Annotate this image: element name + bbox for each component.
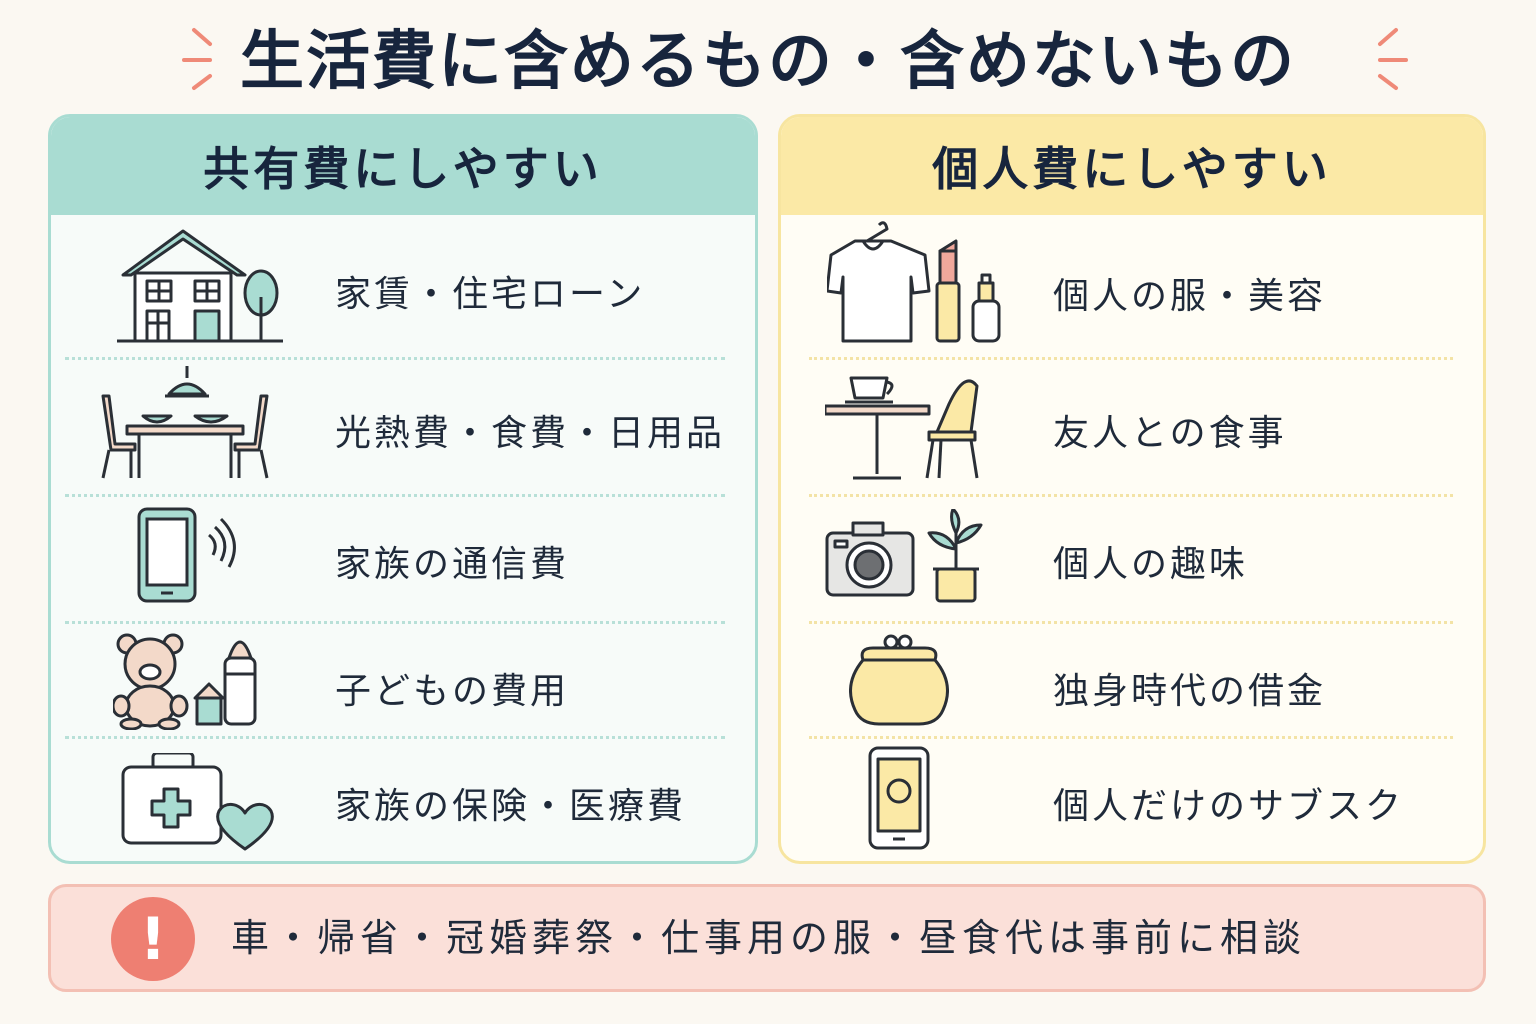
divider [65, 494, 725, 497]
page-title: 生活費に含めるもの・含めないもの [240, 25, 1296, 99]
cafe-table-icon [825, 376, 979, 480]
teddy-bear-bottle-icon [113, 633, 257, 730]
camera-plant-icon [825, 509, 983, 603]
first-aid-heart-icon [121, 753, 274, 851]
list-item: 光熱費・食費・日用品 [51, 360, 755, 492]
list-item: 家族の通信費 [51, 497, 755, 619]
list-item: 子どもの費用 [51, 624, 755, 742]
item-label: 個人だけのサブスク [1053, 786, 1405, 827]
shared-panel-heading: 共有費にしやすい [51, 117, 755, 215]
divider [65, 736, 725, 739]
divider [65, 621, 725, 624]
list-item: 友人との食事 [781, 360, 1483, 492]
sparkle-left-icon [182, 28, 212, 90]
divider [809, 357, 1453, 360]
divider [809, 736, 1453, 739]
list-item: 個人の服・美容 [781, 215, 1483, 355]
house-icon [117, 229, 283, 343]
item-label: 光熱費・食費・日用品 [335, 413, 726, 454]
smartphone-signal-icon [137, 507, 236, 603]
item-label: 家族の保険・医療費 [335, 786, 687, 827]
list-item: 独身時代の借金 [781, 624, 1483, 742]
item-label: 友人との食事 [1053, 413, 1287, 454]
sparkle-right-icon [1378, 28, 1408, 90]
consultation-notice: ! 車・帰省・冠婚葬祭・仕事用の服・昼食代は事前に相談 [48, 884, 1486, 992]
exclamation-icon: ! [111, 897, 195, 981]
item-label: 家族の通信費 [335, 544, 570, 585]
coin-purse-icon [849, 634, 949, 726]
shared-expenses-panel: 共有費にしやすい 家賃・住宅ローン [48, 114, 758, 864]
divider [809, 494, 1453, 497]
notice-text: 車・帰省・冠婚葬祭・仕事用の服・昼食代は事前に相談 [231, 916, 1307, 960]
list-item: 家族の保険・医療費 [51, 739, 755, 861]
shirt-cosmetics-icon [827, 221, 1001, 343]
item-label: 独身時代の借金 [1053, 671, 1327, 712]
item-label: 個人の趣味 [1053, 544, 1249, 585]
personal-expenses-panel: 個人費にしやすい 個人の服・美容 [778, 114, 1486, 864]
divider [809, 621, 1453, 624]
personal-panel-heading: 個人費にしやすい [781, 117, 1483, 215]
item-label: 子どもの費用 [335, 671, 570, 712]
item-label: 家賃・住宅ローン [335, 274, 646, 315]
divider [65, 357, 725, 360]
phone-subscription-icon [868, 746, 930, 850]
list-item: 個人の趣味 [781, 497, 1483, 619]
list-item: 家賃・住宅ローン [51, 215, 755, 355]
list-item: 個人だけのサブスク [781, 739, 1483, 861]
item-label: 個人の服・美容 [1053, 276, 1327, 317]
dining-table-icon [101, 366, 269, 479]
